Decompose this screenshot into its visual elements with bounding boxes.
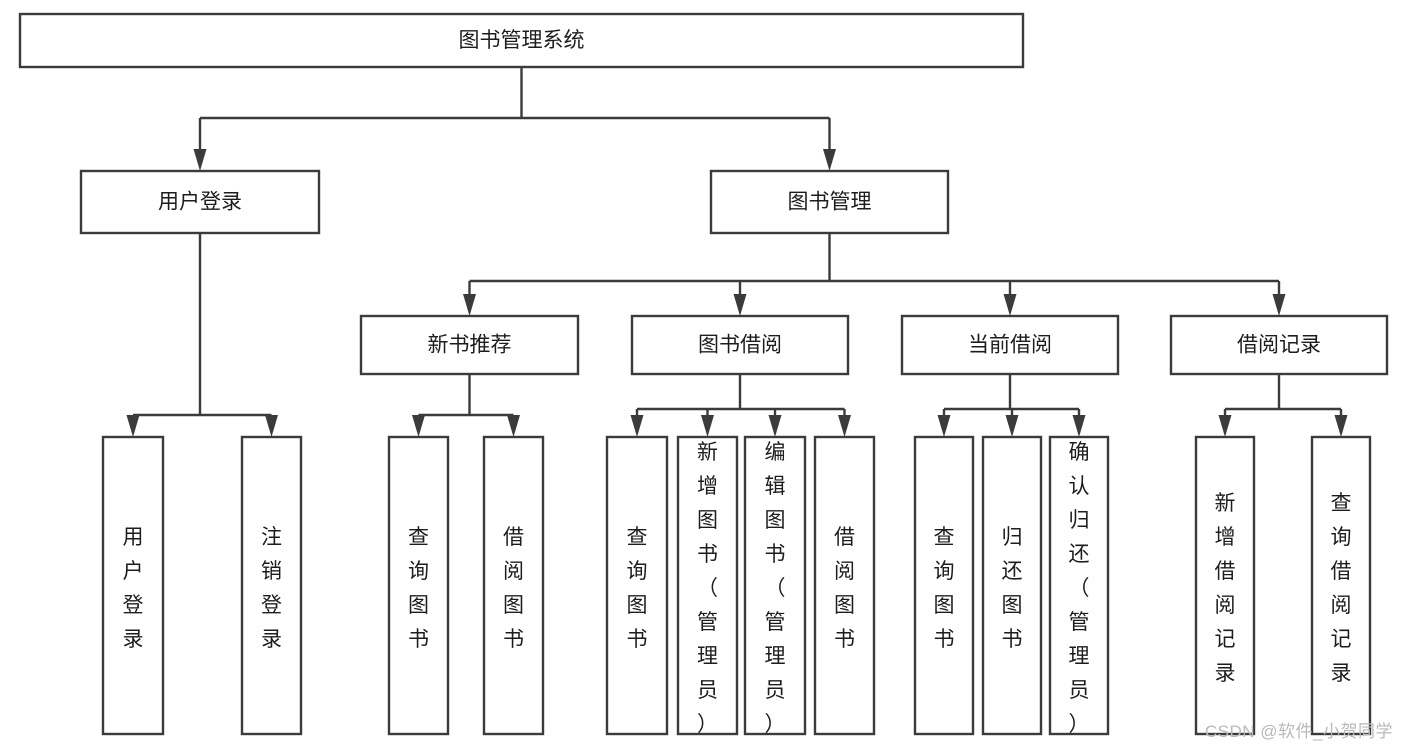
connector-group-borrow-record	[1218, 374, 1348, 437]
node-borrow-record[interactable]: 借阅记录	[1169, 314, 1389, 376]
node-label-leaf-add-book-admin: 新增图书（管理员）	[697, 441, 718, 736]
node-label-leaf-edit-book-admin: 编辑图书（管理员）	[765, 441, 786, 736]
connector-group-book-manage	[463, 233, 1286, 316]
node-label-current-borrow: 当前借阅	[968, 334, 1052, 357]
node-label-leaf-user-logout: 注销登录	[261, 526, 282, 651]
node-leaf-borrow-book-recommend[interactable]: 借阅图书	[482, 435, 545, 736]
node-label-borrow-record: 借阅记录	[1237, 334, 1321, 357]
node-leaf-user-login[interactable]: 用户登录	[101, 435, 165, 736]
node-label-leaf-query-book-current: 查询图书	[934, 526, 955, 651]
connector-group-user-login	[126, 233, 278, 437]
node-current-borrow[interactable]: 当前借阅	[900, 314, 1120, 376]
node-leaf-query-book-recommend[interactable]: 查询图书	[387, 435, 450, 736]
connector-group-root	[193, 67, 836, 171]
node-label-leaf-query-book-borrow: 查询图书	[627, 526, 648, 651]
node-label-book-borrow: 图书借阅	[698, 334, 782, 357]
connector-group-book-borrow	[630, 374, 851, 437]
node-leaf-add-borrow-record[interactable]: 新增借阅记录	[1194, 435, 1256, 736]
node-leaf-confirm-return-admin[interactable]: 确认归还（管理员）	[1048, 435, 1110, 736]
node-label-leaf-query-borrow-record: 查询借阅记录	[1331, 492, 1352, 685]
node-label-leaf-query-book-recommend: 查询图书	[408, 526, 429, 651]
node-book-manage[interactable]: 图书管理	[709, 169, 950, 235]
node-leaf-query-book-borrow[interactable]: 查询图书	[605, 435, 669, 736]
node-leaf-user-logout[interactable]: 注销登录	[240, 435, 303, 736]
node-leaf-borrow-book[interactable]: 借阅图书	[813, 435, 876, 736]
node-root[interactable]: 图书管理系统	[18, 12, 1025, 69]
connector-group-new-book-recommend	[412, 374, 520, 437]
watermark-label: CSDN @软件_小贺同学	[1204, 722, 1393, 741]
node-leaf-add-book-admin[interactable]: 新增图书（管理员）	[676, 435, 739, 736]
node-leaf-return-book[interactable]: 归还图书	[981, 435, 1043, 736]
node-book-borrow[interactable]: 图书借阅	[630, 314, 850, 376]
node-layer: 图书管理系统用户登录图书管理新书推荐图书借阅当前借阅借阅记录用户登录注销登录查询…	[18, 12, 1389, 736]
node-label-book-manage: 图书管理	[788, 191, 872, 214]
node-label-leaf-confirm-return-admin: 确认归还（管理员）	[1069, 441, 1090, 736]
node-label-leaf-add-borrow-record: 新增借阅记录	[1215, 492, 1236, 685]
node-user-login[interactable]: 用户登录	[79, 169, 321, 235]
connector-layer	[126, 67, 1348, 437]
node-new-book-recommend[interactable]: 新书推荐	[359, 314, 580, 376]
node-label-leaf-borrow-book: 借阅图书	[834, 526, 855, 651]
node-label-leaf-return-book: 归还图书	[1002, 526, 1023, 651]
node-label-root: 图书管理系统	[459, 29, 585, 52]
node-leaf-query-borrow-record[interactable]: 查询借阅记录	[1310, 435, 1372, 736]
connector-group-current-borrow	[937, 374, 1086, 437]
node-label-new-book-recommend: 新书推荐	[428, 334, 512, 357]
node-label-leaf-user-login: 用户登录	[123, 526, 144, 651]
node-label-user-login: 用户登录	[158, 191, 242, 214]
node-leaf-edit-book-admin[interactable]: 编辑图书（管理员）	[743, 435, 807, 736]
node-leaf-query-book-current[interactable]: 查询图书	[913, 435, 975, 736]
node-label-leaf-borrow-book-recommend: 借阅图书	[503, 526, 524, 651]
